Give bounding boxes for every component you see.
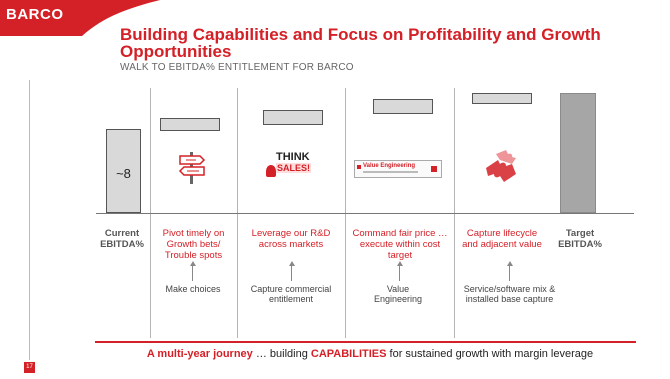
page-title: Building Capabilities and Focus on Profi… xyxy=(120,25,601,61)
header-bar xyxy=(0,0,670,36)
arrow-shaft xyxy=(291,265,292,281)
page-number: 17 xyxy=(24,362,35,373)
label-current-ebitda: Current EBITDA% xyxy=(100,228,144,250)
header-swoosh xyxy=(0,0,160,36)
left-guide-line xyxy=(29,80,30,360)
label-target-ebitda: Target EBITDA% xyxy=(558,228,602,250)
barco-logo: BARCO xyxy=(6,6,64,23)
footer-statement: A multi-year journey … building CAPABILI… xyxy=(146,348,594,360)
arrow-shaft xyxy=(192,265,193,281)
driver-make-choices: Make choices xyxy=(165,284,221,294)
arrow-up-icon xyxy=(190,261,196,266)
arrow-shaft xyxy=(509,265,510,281)
arrow-up-icon xyxy=(507,261,513,266)
footer-rule xyxy=(95,341,636,343)
think-sales-icon: THINK SALES! xyxy=(266,151,312,183)
bar-target-ebitda xyxy=(560,93,596,213)
chart-baseline xyxy=(96,213,634,214)
bar-pivot-growth xyxy=(160,118,220,131)
label-capture-lifecycle: Capture lifecycle and adjacent value xyxy=(462,228,542,250)
driver-value-engineering: Value Engineering xyxy=(373,284,423,304)
driver-service-software: Service/software mix & installed base ca… xyxy=(463,284,556,304)
bar-capture-lifecycle xyxy=(472,93,532,104)
label-pivot-growth: Pivot timely on Growth bets/ Trouble spo… xyxy=(162,228,225,261)
arrow-shaft xyxy=(399,265,400,281)
arrow-up-icon xyxy=(397,261,403,266)
label-command-price: Command fair price … execute within cost… xyxy=(352,228,448,261)
bar-command-price xyxy=(373,99,433,114)
current-value-label: ~8 xyxy=(116,166,131,181)
signpost-icon xyxy=(178,152,206,184)
driver-commercial-entitlement: Capture commercial entitlement xyxy=(250,284,332,304)
label-leverage-rd: Leverage our R&D across markets xyxy=(251,228,331,250)
page-subtitle: WALK TO EBITDA% ENTITLEMENT FOR BARCO xyxy=(120,62,354,73)
arrow-up-icon xyxy=(289,261,295,266)
puzzle-icon xyxy=(486,150,516,182)
bar-current-ebitda xyxy=(106,129,141,213)
bar-leverage-rd xyxy=(263,110,323,125)
value-engineering-icon: Value Engineering xyxy=(354,160,442,178)
